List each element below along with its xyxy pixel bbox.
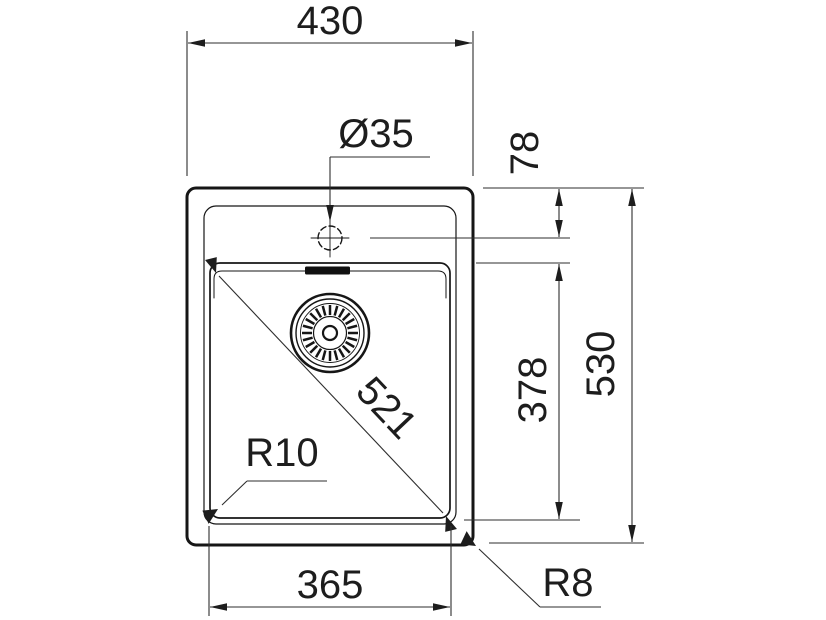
drain-basket bbox=[312, 315, 348, 351]
arrowhead bbox=[326, 205, 334, 222]
drain-flange-inner bbox=[295, 298, 365, 368]
drain-tooth bbox=[341, 344, 351, 354]
drain-tooth bbox=[333, 350, 339, 361]
diagonal-dimension-line bbox=[218, 275, 444, 514]
drain-flange-outer bbox=[289, 292, 371, 374]
dim-overall-width: 430 bbox=[186, 0, 474, 176]
drain-tooth bbox=[337, 347, 346, 358]
arrowhead bbox=[455, 39, 472, 47]
drain-tooth bbox=[321, 350, 327, 361]
dim-bowl-corner-radius: R10 bbox=[202, 431, 327, 524]
drain-tooth bbox=[321, 305, 327, 316]
drain-tooth bbox=[337, 308, 346, 319]
dim-faucet-offset: 78 bbox=[503, 131, 563, 237]
arrowhead bbox=[555, 220, 563, 237]
arrowhead bbox=[188, 39, 205, 47]
drain-tooth bbox=[309, 344, 319, 354]
dim-bowl-front-to-back: 378 bbox=[511, 264, 563, 519]
dim-overall-depth: 530 bbox=[579, 189, 636, 542]
drain bbox=[289, 292, 371, 374]
leader-line bbox=[221, 480, 248, 506]
arrowhead bbox=[628, 189, 636, 206]
arrowhead bbox=[202, 509, 218, 524]
dim-bowl-corner-radius-label: R10 bbox=[245, 431, 318, 475]
drain-tooth bbox=[314, 308, 323, 319]
arrowhead bbox=[555, 264, 563, 281]
dim-overall-width-label: 430 bbox=[297, 0, 364, 43]
bowl-edge bbox=[209, 262, 451, 519]
dim-outer-corner-radius-label: R8 bbox=[542, 561, 593, 605]
drain-tooth bbox=[347, 336, 358, 342]
dim-bowl-diagonal-label: 521 bbox=[348, 369, 426, 448]
drain-strainer-teeth bbox=[302, 305, 358, 361]
drain-tooth bbox=[341, 312, 351, 322]
drain-tooth bbox=[344, 340, 355, 349]
dim-overall-depth-label: 530 bbox=[579, 331, 623, 398]
drain-center-hole bbox=[321, 324, 339, 342]
dim-faucet-hole-diameter: Ø35 bbox=[326, 112, 430, 222]
arrowhead bbox=[433, 603, 450, 611]
arrowhead bbox=[210, 603, 227, 611]
arrowhead bbox=[205, 257, 217, 273]
arrowhead bbox=[460, 531, 476, 546]
arrowhead bbox=[628, 525, 636, 542]
drain-tooth bbox=[309, 312, 319, 322]
arrowhead bbox=[555, 189, 563, 206]
dim-faucet-hole-label: Ø35 bbox=[338, 112, 414, 156]
leader-line bbox=[478, 548, 541, 608]
drain-tooth bbox=[305, 317, 316, 326]
arrowhead bbox=[555, 502, 563, 519]
overflow-slot bbox=[305, 266, 350, 275]
drain-tooth bbox=[305, 340, 316, 349]
faucet-hole bbox=[310, 218, 350, 258]
drain-tooth bbox=[344, 317, 355, 326]
drain-tooth bbox=[314, 347, 323, 358]
arrowhead bbox=[445, 516, 457, 532]
right-extension-lines bbox=[370, 187, 644, 544]
drain-tooth bbox=[302, 336, 313, 342]
drain-tooth bbox=[333, 305, 339, 316]
dim-bowl-width: 365 bbox=[208, 526, 452, 616]
drain-ring bbox=[300, 303, 360, 363]
dim-faucet-offset-label: 78 bbox=[503, 131, 547, 176]
dim-bowl-width-label: 365 bbox=[297, 563, 364, 607]
drain-tooth bbox=[347, 324, 358, 330]
dim-outer-corner-radius: R8 bbox=[460, 531, 601, 608]
dim-bowl-front-to-back-label: 378 bbox=[511, 357, 555, 424]
drain-tooth bbox=[302, 324, 313, 330]
